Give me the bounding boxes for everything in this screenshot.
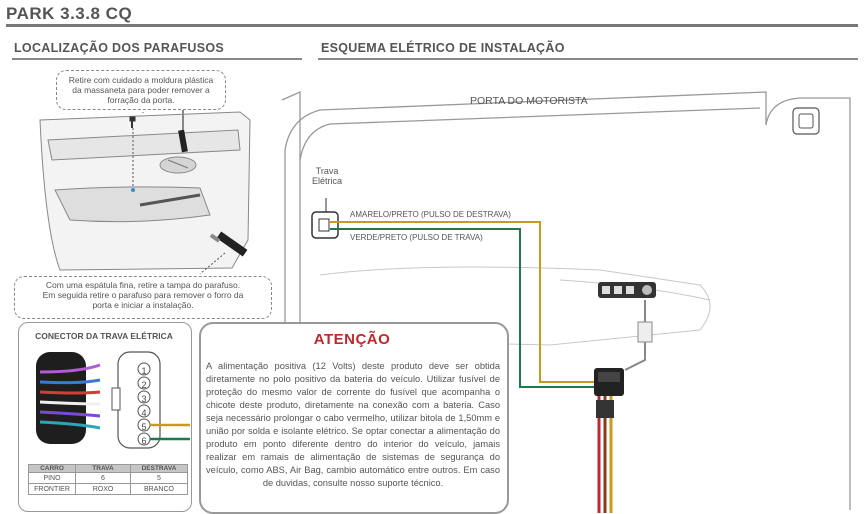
table-row: PINO 6 5 [28,472,188,484]
table-cell: PINO [28,472,76,484]
yellow-wire [330,221,598,383]
screws-section-title: LOCALIZAÇÃO DOS PARAFUSOS [14,41,225,55]
attention-title: ATENÇÃO [313,331,391,348]
section-divider [12,58,302,60]
attention-panel [199,322,509,514]
lock-label-line: Trava [315,166,339,176]
table-header-cell: DESTRAVA [130,464,188,473]
note-line: da massaneta para poder remover a [72,85,210,95]
table-header-row: CARRO TRAVA DESTRAVA [28,464,188,473]
lock-actuator-icon [311,198,339,239]
page-title: PARK 3.3.8 CQ [6,4,133,23]
pin-label: 2 [141,380,147,390]
green-wire [330,228,598,388]
table-cell: ROXO [75,483,131,495]
table-header-cell: TRAVA [75,464,131,473]
note-line: forração da porta. [107,95,175,105]
table-row: FRONTIER ROXO BRANCO [28,483,188,495]
pin-label: 6 [141,436,147,446]
door-outline [281,90,851,510]
switch-cable-connector [637,321,653,343]
lock-label-line: Elétrica [311,176,342,186]
note-remove-handle-trim: Retire com cuidado a moldura plástica da… [56,70,226,110]
note-line: Em seguida retire o parafuso para remove… [42,290,244,300]
pin-label: 1 [141,366,147,376]
wire-label-unlock: AMARELO/PRETO (PULSO DE DESTRAVA) [350,210,511,219]
module-connector [594,368,624,396]
lock-actuator-label: Trava Elétrica [309,166,345,186]
table-cell: 5 [130,472,188,484]
screwdriver-icon [178,108,188,153]
attention-body: A alimentação positiva (12 Volts) deste … [206,361,500,488]
table-cell: 6 [75,472,131,484]
table-cell: FRONTIER [28,483,76,495]
note-line: porta e iniciar a instalação. [92,300,194,310]
note-remove-screw-cover: Com uma espátula fina, retire a tampa do… [14,276,272,319]
pin-label: 5 [141,422,147,432]
note-line: Retire com cuidado a moldura plástica [68,75,214,85]
title-divider [6,24,858,27]
pin-label: 3 [141,394,147,404]
pin-label: 4 [141,408,147,418]
wiring-section-title: ESQUEMA ELÉTRICO DE INSTALAÇÃO [321,41,565,55]
wire-label-lock: VERDE/PRETO (PULSO DE TRAVA) [350,233,483,242]
screw-icon [129,116,136,128]
connector-pin-labels: 1 2 3 4 5 6 [138,364,150,448]
fuse-holder [596,400,614,418]
mirror-switch-icon [792,107,820,135]
connector-table: CARRO TRAVA DESTRAVA PINO 6 5 FRONTIER R… [28,464,188,495]
note-line: Com uma espátula fina, retire a tampa do… [45,280,241,290]
screw-location-marker [131,188,135,192]
section-divider [318,58,858,60]
door-panel-drawing [39,111,251,271]
door-label: PORTA DO MOTORISTA [470,95,588,107]
table-header-cell: CARRO [28,464,76,473]
spatula-icon [209,231,248,257]
connector-title: CONECTOR DA TRAVA ELÉTRICA [35,331,173,341]
window-switch-panel [598,282,656,298]
table-cell: BRANCO [130,483,188,495]
